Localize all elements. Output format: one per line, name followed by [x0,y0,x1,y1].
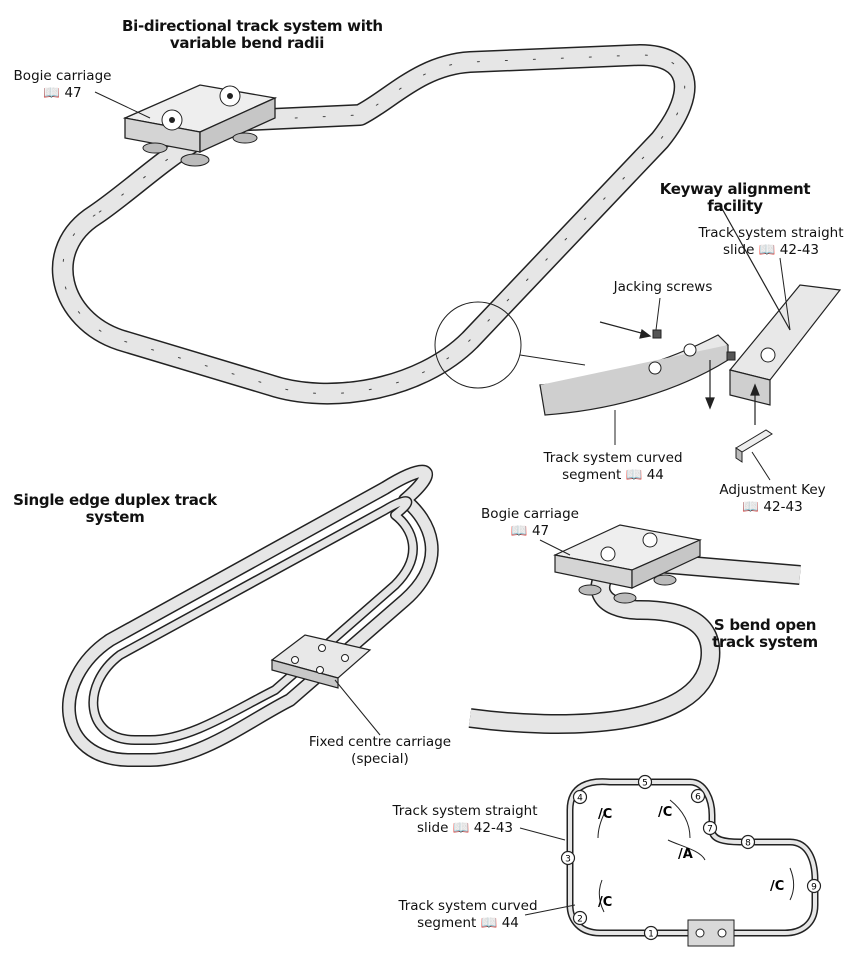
detail-magnifier [434,301,522,389]
straight-slide-detail [728,284,842,406]
segment-tag: /C [658,805,672,820]
jacking-screw [726,351,736,361]
jacking-screw [652,329,662,339]
schematic-node-label: 4 [577,794,583,804]
schematic-node-label: 3 [565,855,571,865]
segment-tag: /C [598,807,612,822]
fixed-centre-leader [334,679,381,736]
schematic-node [690,788,706,804]
curved-segment-detail [539,329,736,416]
label-bogie-carriage-top: Bogie carriage📖 47 [13,68,112,101]
detail-leader [519,354,586,366]
schematic-node-label: 6 [695,793,701,803]
label-jacking-screws: Jacking screws [613,279,713,295]
schematic-node [702,820,718,836]
schematic-node-label: 1 [648,930,654,940]
schematic-node [806,878,822,894]
adjustment-key [735,429,773,463]
bogie-mid-leader [539,539,571,556]
schematic-node [637,774,653,790]
label-fixed-centre-carriage: Fixed centre carriage(special) [308,734,452,767]
layout-schematic [566,778,819,947]
schematic-node [560,850,576,866]
bogie-carriage-top [122,84,278,167]
schematic-node-label: 9 [811,883,817,893]
s-bend-track [468,550,801,734]
schematic-node [572,910,588,926]
label-adjustment-key: Adjustment Key📖 42-43 [719,482,826,515]
schematic-node-label: 7 [707,825,713,835]
schematic-nodes: 1 2 3 4 5 6 7 8 9 [560,774,822,941]
segment-tag: /A [678,847,693,862]
duplex-track [61,464,439,767]
label-bogie-carriage-mid: Bogie carriage📖 47 [481,506,579,539]
schematic-tags: /C/C/A/C/C [598,805,784,910]
schematic-node-label: 5 [642,779,648,789]
schematic-node-label: 2 [577,915,583,925]
keyway-arrows [599,204,791,425]
schematic-node [643,925,659,941]
schematic-carriage [687,919,735,947]
leader-lines-bottom [519,827,576,916]
schematic-node [740,834,756,850]
segment-tag: /C [770,879,784,894]
schematic-node [572,789,588,805]
bogie-carriage-mid [553,524,703,604]
segment-tag: /C [598,895,612,910]
schematic-node-label: 8 [745,839,751,849]
fixed-centre-carriage [270,634,372,689]
leader-lines-top [94,91,791,481]
